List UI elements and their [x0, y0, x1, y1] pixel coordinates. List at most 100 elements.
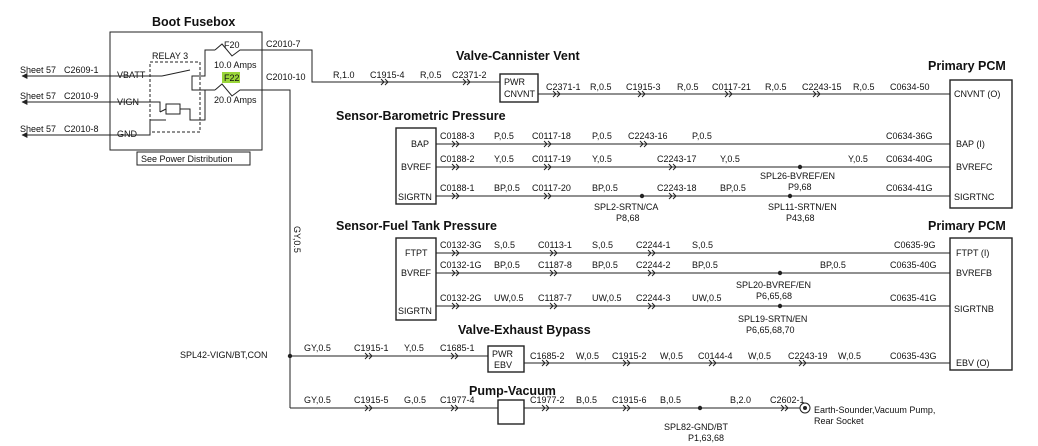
connector-marker: [622, 359, 631, 367]
connector-marker: [451, 249, 460, 257]
bypass-conn-5: C0144-4: [698, 351, 733, 361]
fuel-r2-wire-4: BP,0.5: [820, 260, 846, 270]
conn-c2609-1: C2609-1: [64, 65, 99, 75]
canister-wire-2: R,0.5: [420, 70, 442, 80]
vacuum-conn-4: C1915-6: [612, 395, 647, 405]
gnd-label: GND: [117, 129, 138, 139]
canister-pwr: PWR: [504, 77, 525, 87]
pcm1-pin-sigrtnc: SIGRTNC: [954, 192, 995, 202]
connector-marker: [451, 192, 460, 200]
connector-marker: [549, 249, 558, 257]
vacuum-conn-3: C1977-2: [530, 395, 565, 405]
sheet-57-3[interactable]: Sheet 57: [20, 124, 56, 134]
connector-marker: [451, 269, 460, 277]
canister-component: [499, 73, 539, 103]
fuel-r2-wire-1: BP,0.5: [494, 260, 520, 270]
baro-spl26-ref[interactable]: P9,68: [788, 182, 812, 192]
connector-marker: [647, 249, 656, 257]
fuse-f22: [214, 83, 262, 97]
fusebox-title: Boot Fusebox: [152, 15, 235, 29]
vacuum-wire-4: B,0.5: [660, 395, 681, 405]
baro-spl11-ref[interactable]: P43,68: [786, 213, 815, 223]
see-power-link[interactable]: [136, 151, 251, 166]
pcm2-title: Primary PCM: [928, 219, 1006, 233]
connector-marker: [780, 404, 789, 412]
baro-r3-conn-4: C0634-41G: [886, 183, 933, 193]
canister-conn-5: C0117-21: [712, 82, 751, 92]
connector-marker: [450, 404, 459, 412]
sheet-refs: [21, 73, 110, 138]
connector-marker: [668, 163, 677, 171]
relay-label: RELAY 3: [152, 51, 188, 61]
bypass-conn-4: C1915-2: [612, 351, 647, 361]
conn-c2010-9: C2010-9: [64, 91, 99, 101]
fuel-r3-conn-3: C2244-3: [636, 293, 671, 303]
baro-r1-conn-2: C0117-18: [532, 131, 571, 141]
gy-vertical-label: GY,0.5: [292, 226, 302, 253]
fuel-spl20-ref[interactable]: P6,65,68: [756, 291, 792, 301]
canister-wire-4: R,0.5: [677, 82, 699, 92]
baro-r3-wire-2: BP,0.5: [592, 183, 618, 193]
pcm2-pin-ftpt: FTPT (I): [956, 248, 989, 258]
fuel-r2-conn-3: C2244-2: [636, 260, 671, 270]
baro-spl2: SPL2-SRTN/CA: [594, 202, 658, 212]
connector-marker: [451, 140, 460, 148]
fuse-f20-label: F20: [224, 40, 240, 50]
baro-r2-wire-2: Y,0.5: [592, 154, 612, 164]
canister-conn-6: C2243-15: [802, 82, 842, 92]
fuel-spl19-ref[interactable]: P6,65,68,70: [746, 325, 795, 335]
baro-r1-conn-3: C2243-16: [628, 131, 668, 141]
connector-marker: [639, 140, 648, 148]
fuse-f22-rating: 20.0 Amps: [214, 95, 257, 105]
vacuum-component: [497, 399, 525, 425]
fuel-r1-conn-1: C0132-3G: [440, 240, 482, 250]
canister-wire-5: R,0.5: [765, 82, 787, 92]
conn-c2010-8: C2010-8: [64, 124, 99, 134]
conn-c2010-10: C2010-10: [266, 72, 306, 82]
pcm1-title: Primary PCM: [928, 59, 1006, 73]
fuel-r1-conn-4: C0635-9G: [894, 240, 936, 250]
canister-wire-6: R,0.5: [853, 82, 875, 92]
vacuum-spl82-ref[interactable]: P1,63,68: [688, 433, 724, 443]
baro-r3-wire-3: BP,0.5: [720, 183, 746, 193]
baro-r1-wire-3: P,0.5: [692, 131, 712, 141]
baro-sensor-box: [395, 127, 437, 205]
see-power-label[interactable]: See Power Distribution: [141, 154, 233, 164]
canister-wire-3: R,0.5: [590, 82, 612, 92]
connector-marker: [724, 90, 733, 98]
canister-conn-2: C2371-2: [452, 70, 487, 80]
baro-r3-wire-1: BP,0.5: [494, 183, 520, 193]
baro-pin-bvref: BVREF: [401, 162, 432, 172]
connector-marker: [549, 302, 558, 310]
connector-marker: [543, 163, 552, 171]
connector-marker: [637, 90, 646, 98]
connector-marker: [647, 302, 656, 310]
fuel-spl19: SPL19-SRTN/EN: [738, 314, 807, 324]
baro-r3-conn-1: C0188-1: [440, 183, 475, 193]
fuel-pin-bvref: BVREF: [401, 268, 432, 278]
fuel-r3-conn-2: C1187-7: [538, 293, 572, 303]
baro-r2-conn-2: C0117-19: [532, 154, 571, 164]
fuel-r1-wire-2: S,0.5: [592, 240, 613, 250]
sheet-57-1[interactable]: Sheet 57: [20, 65, 56, 75]
connector-marker: [541, 404, 550, 412]
fuel-r1-conn-2: C0113-1: [538, 240, 572, 250]
connector-marker: [380, 78, 389, 86]
bypass-title: Valve-Exhaust Bypass: [458, 323, 591, 337]
pcm1-box: [949, 79, 1013, 209]
connector-marker: [450, 352, 459, 360]
baro-r1-wire-2: P,0.5: [592, 131, 612, 141]
canister-conn-4: C1915-3: [626, 82, 661, 92]
earth-label-2: Rear Socket: [814, 416, 864, 426]
bypass-conn-2: C1685-1: [440, 343, 475, 353]
gy-vertical-wire: [262, 89, 291, 408]
bypass-wire-2: Y,0.5: [404, 343, 424, 353]
baro-spl26: SPL26-BVREF/EN: [760, 171, 835, 181]
baro-r1-conn-1: C0188-3: [440, 131, 475, 141]
splice-dot: [639, 193, 645, 199]
vbatt-label: VBATT: [117, 70, 146, 80]
connector-marker: [812, 90, 821, 98]
baro-spl2-ref[interactable]: P8,68: [616, 213, 640, 223]
fuse-f20-rating: 10.0 Amps: [214, 60, 257, 70]
sheet-57-2[interactable]: Sheet 57: [20, 91, 56, 101]
